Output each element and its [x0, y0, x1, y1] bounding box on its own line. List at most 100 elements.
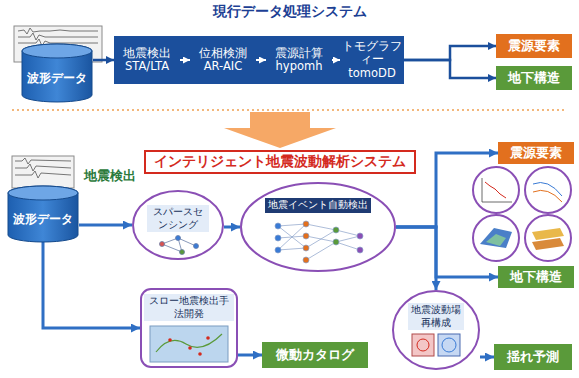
result-thumbnails-part — [482, 178, 483, 202]
slow-quake-map-part — [168, 338, 172, 342]
neural-network-icon-part — [336, 236, 360, 242]
band-arrow-body-part — [114, 36, 404, 84]
node-title: 波形データ — [27, 70, 87, 87]
neural-network-icon-part — [306, 230, 336, 248]
region-label: 地震検出 — [84, 167, 136, 185]
slow-quake-map-part — [156, 334, 222, 352]
neural-network-icon-part — [275, 235, 281, 241]
method-ellipse-outline — [392, 290, 480, 370]
node-title: トモグラフィー — [342, 40, 402, 66]
flow-arrow — [224, 226, 240, 229]
result-thumbnails-part — [525, 167, 571, 213]
neural-network-icon — [275, 221, 363, 263]
flow-arrow — [404, 60, 496, 78]
cylinder-top — [22, 44, 92, 58]
waveform-screenshot-part — [18, 33, 98, 40]
sensor-network-icon-part — [176, 236, 181, 241]
node-title: 震源要素 — [508, 37, 560, 55]
neural-network-icon-part — [303, 257, 309, 263]
flow-arrow — [396, 227, 498, 277]
sensor-network-icon-part — [194, 244, 199, 249]
neural-network-icon-part — [333, 239, 339, 245]
flow-arrow — [332, 59, 340, 61]
slow-quake-map — [150, 326, 228, 362]
cylinder-body — [22, 44, 92, 102]
neural-network-icon-part — [336, 242, 360, 250]
slow-quake-map-part — [150, 326, 228, 362]
wavefield-snapshots-part — [442, 338, 456, 352]
node-subtitle: tomoDD — [348, 67, 396, 80]
result-thumbnails-part — [532, 238, 564, 250]
method-ellipse: スパースセンシング — [132, 190, 224, 260]
waveform-screenshot-part — [18, 28, 98, 34]
result-thumbnails-part — [473, 215, 519, 261]
flow-arrow — [79, 224, 132, 227]
node-title: 微動カタログ — [276, 346, 354, 364]
transition-arrow-part — [224, 112, 336, 148]
flow-arrow — [396, 227, 436, 290]
wavefield-snapshots-part — [417, 339, 429, 351]
result-thumbnails-part — [482, 202, 512, 203]
node-title: インテリジェント地震波動解析システム — [154, 153, 406, 171]
neural-network-icon-part — [303, 233, 309, 239]
result-thumbnails-part — [533, 183, 562, 197]
node-title: 地下構造 — [508, 69, 560, 87]
ellipse-outline — [241, 183, 395, 271]
node-title: 地震イベント自動検出 — [265, 198, 371, 213]
node-title: 地震検出 — [123, 47, 171, 60]
result-thumbnails-part — [533, 190, 562, 202]
node-subtitle: STA/LTA — [125, 60, 169, 73]
result-thumbnails-part — [525, 215, 571, 261]
neural-network-icon-part — [336, 230, 360, 236]
ellipse-outline — [133, 191, 223, 259]
method-box: スロー地震検出手法開発 — [140, 288, 238, 368]
output-box: 揺れ予測 — [494, 344, 572, 370]
database-cylinder: 波形データ — [7, 186, 79, 242]
cylinder-top — [8, 186, 78, 200]
method-ellipse: 地震波動場再構成 — [392, 290, 480, 370]
neural-network-icon-part — [303, 245, 309, 251]
flow-arrow — [93, 59, 114, 62]
cylinder-body — [8, 186, 78, 242]
flow-arrow — [256, 59, 266, 61]
neural-network-icon-part — [357, 247, 363, 253]
result-thumbnails-part — [485, 182, 506, 198]
node-title: 揺れ予測 — [507, 348, 559, 366]
slow-quake-map-part — [188, 346, 192, 350]
node-title: スパースセンシング — [147, 205, 209, 232]
node-subtitle: AR-AIC — [204, 60, 243, 73]
method-ellipse: 地震イベント自動検出 — [240, 182, 396, 272]
section-divider-part — [12, 109, 567, 111]
neural-network-icon-part — [275, 247, 281, 253]
neural-network-icon-part — [278, 224, 306, 226]
flow-arrow — [43, 242, 140, 328]
sensor-network-icon-part — [178, 238, 196, 246]
output-box: 震源要素 — [498, 142, 574, 164]
node-subtitle: hypomh — [276, 60, 323, 73]
result-thumbnails — [473, 167, 571, 261]
output-box: 震源要素 — [496, 34, 572, 58]
process-step: 震源計算hypomh — [266, 38, 332, 82]
neural-network-icon-part — [306, 224, 336, 230]
sensor-network-icon-part — [160, 242, 165, 247]
system-heading: インテリジェント地震波動解析システム — [144, 150, 416, 174]
neural-network-icon-part — [278, 224, 306, 250]
flow-arrow — [180, 59, 190, 61]
diagram-title: 現行データ処理システム — [0, 3, 579, 21]
waveform-screenshot-part — [12, 156, 74, 188]
process-step: トモグラフィーtomoDD — [340, 38, 404, 82]
band-arrow-body — [114, 36, 404, 84]
node-title: 地下構造 — [510, 268, 562, 286]
section-divider — [12, 110, 567, 111]
neural-network-icon-part — [303, 221, 309, 227]
result-thumbnails-part — [473, 167, 519, 213]
result-thumbnails-part — [480, 228, 512, 248]
node-title: 波形データ — [13, 211, 73, 228]
process-step: 位相検測AR-AIC — [190, 38, 256, 82]
waveform-screenshot-part — [15, 164, 71, 171]
method-ellipse-outline — [240, 182, 396, 272]
neural-network-icon-part — [306, 242, 336, 260]
waveform-screenshot — [12, 156, 74, 188]
result-thumbnails-part — [486, 234, 506, 246]
